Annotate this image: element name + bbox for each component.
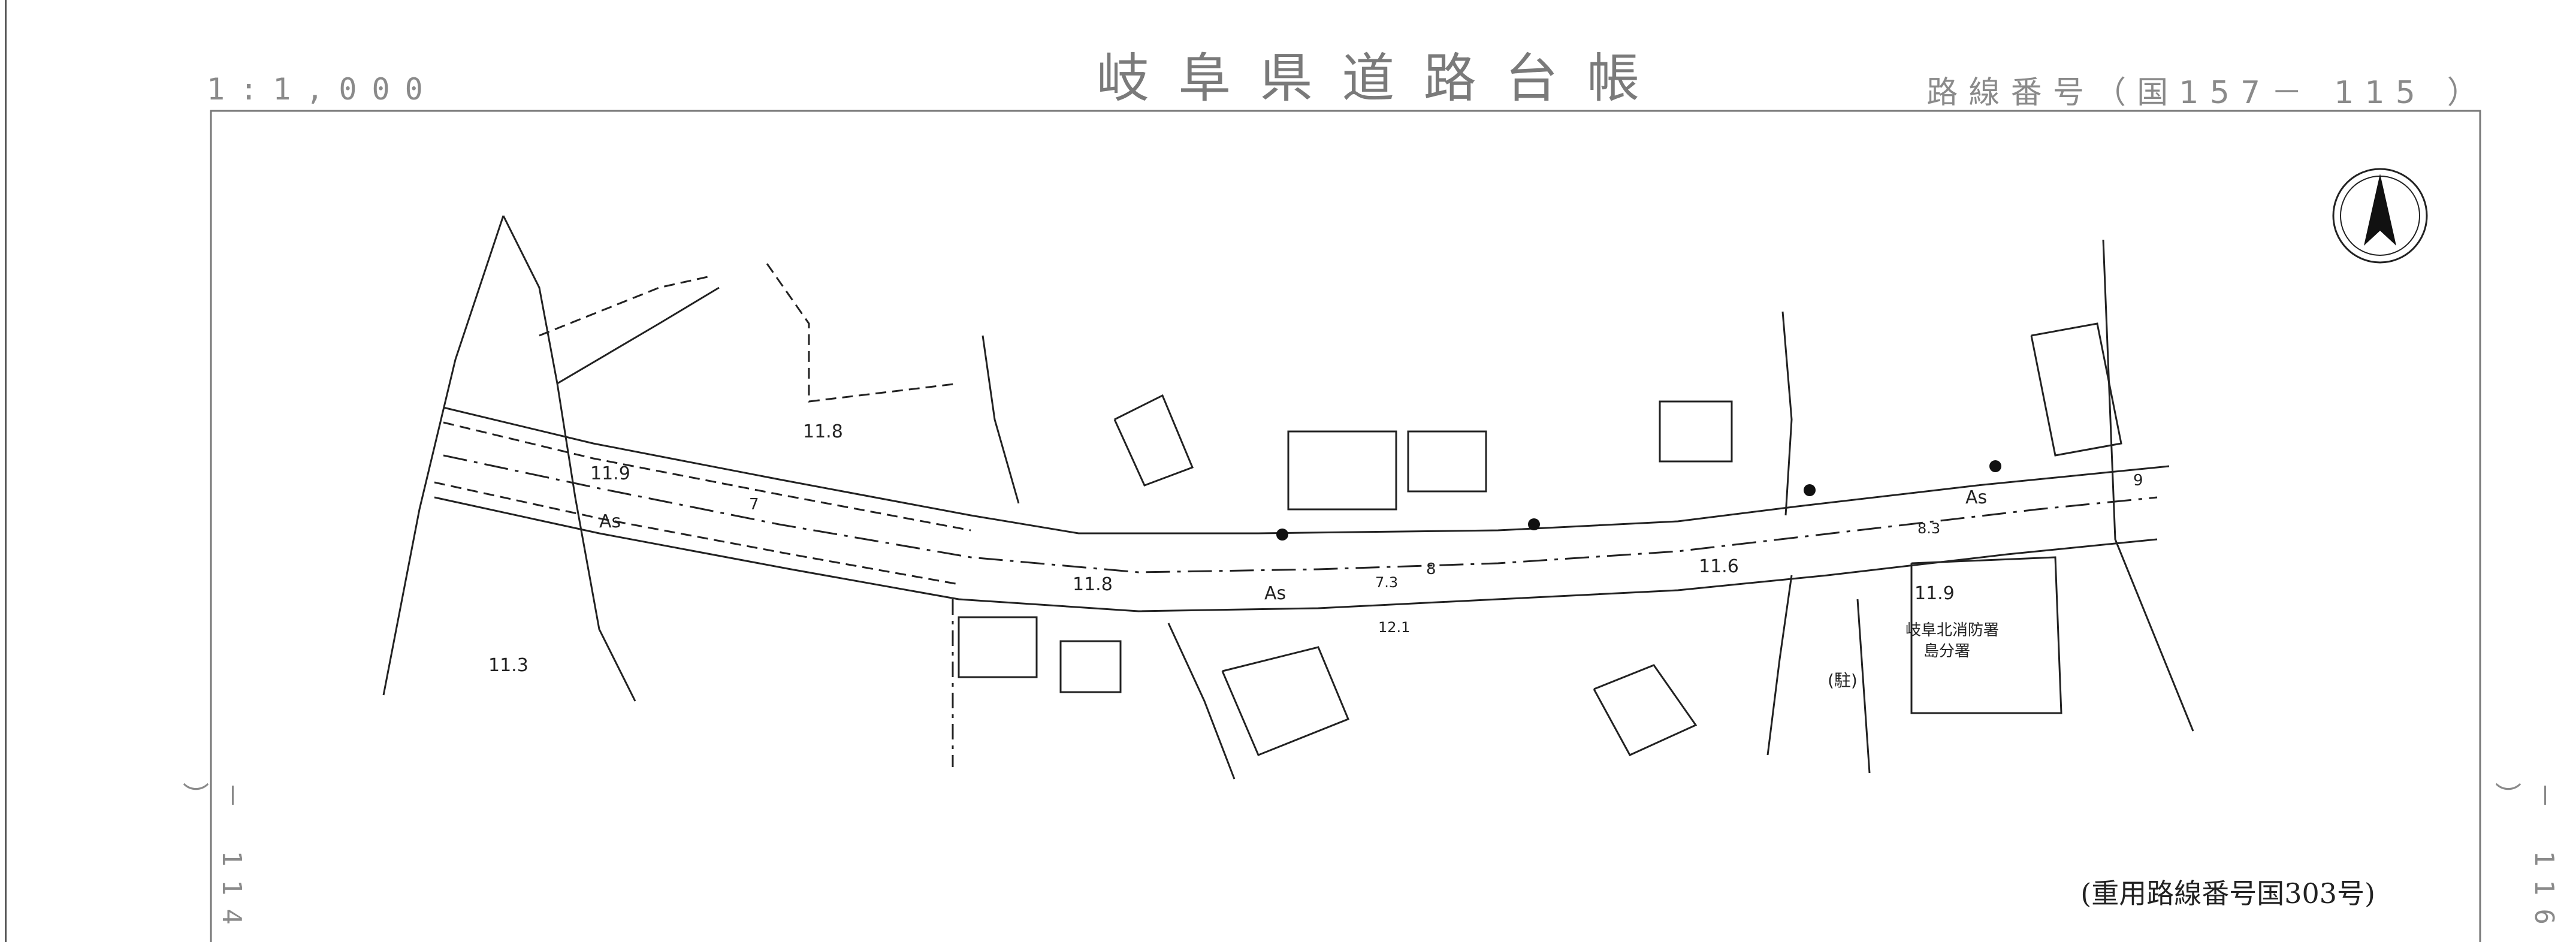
next-sheet-number: － 116 ）	[2490, 782, 2559, 938]
survey-point	[1528, 518, 1540, 530]
road-centerline	[443, 454, 2158, 573]
cross-road-mid-north	[982, 335, 1020, 504]
previous-sheet-number: － 114 ）	[178, 782, 247, 938]
survey-point	[1804, 484, 1816, 496]
building-name: 岐阜北消防署	[1905, 621, 1999, 639]
parking-label: (駐)	[1828, 671, 1858, 690]
building	[1407, 430, 1487, 493]
cross-road-west	[502, 215, 636, 702]
road-edge-south	[434, 496, 2158, 612]
road-linework	[382, 215, 2194, 780]
left-border-line	[5, 0, 7, 942]
elevation-label: 11.6	[1699, 556, 1739, 577]
cross-road-west-edge	[382, 215, 505, 696]
elevation-label: 11.9	[1914, 583, 1955, 604]
map-frame	[210, 110, 2481, 942]
width-label: 7.3	[1375, 574, 1398, 591]
surface-label: As	[1965, 487, 1987, 508]
road-curb-south	[434, 481, 959, 585]
building	[1221, 646, 1349, 756]
surface-label: As	[599, 511, 621, 532]
width-label: 8	[1426, 560, 1436, 578]
building	[1287, 430, 1397, 511]
building	[1593, 664, 1698, 756]
survey-points	[1276, 460, 2001, 541]
cross-road-east-north	[1781, 311, 1793, 516]
building	[958, 616, 1038, 678]
cross-road-mid-south	[1167, 623, 1236, 780]
map-note: 12.1	[1378, 619, 1410, 636]
parcel-line	[766, 263, 959, 403]
building	[1113, 394, 1194, 487]
elevation-label: 11.3	[488, 655, 529, 676]
parcel-line	[1856, 599, 1871, 774]
side-road-nw-curb	[539, 274, 714, 337]
north-arrow-icon	[2332, 168, 2428, 264]
elevation-label: 11.9	[590, 463, 630, 484]
building	[1659, 400, 1733, 463]
page-title: 岐阜県道路台帳	[1097, 47, 1669, 109]
road-edge-north	[443, 406, 2170, 535]
side-road-nw	[557, 286, 720, 385]
surface-label: As	[1264, 583, 1286, 604]
fire-station-building	[1910, 556, 2062, 714]
survey-point	[1276, 529, 1288, 541]
route-number: 路線番号（国157－ 115 ）	[1926, 75, 2489, 111]
overlap-route-note: (重用路線番号国303号)	[2080, 877, 2375, 910]
width-label: 7	[749, 496, 759, 514]
width-label: 9	[2133, 472, 2143, 490]
building	[1059, 640, 1122, 693]
parcel-line	[2102, 239, 2194, 732]
cross-road-east-south	[1766, 575, 1793, 756]
scale-label: 1:1,000	[207, 72, 438, 107]
elevation-label: 11.8	[1073, 574, 1113, 595]
elevation-label: 11.8	[803, 421, 843, 442]
building	[2030, 322, 2122, 457]
road-curb-north	[443, 421, 971, 532]
building-name: 島分署	[1923, 642, 1970, 660]
survey-point	[1989, 460, 2001, 472]
width-label: 8.3	[1917, 520, 1940, 537]
